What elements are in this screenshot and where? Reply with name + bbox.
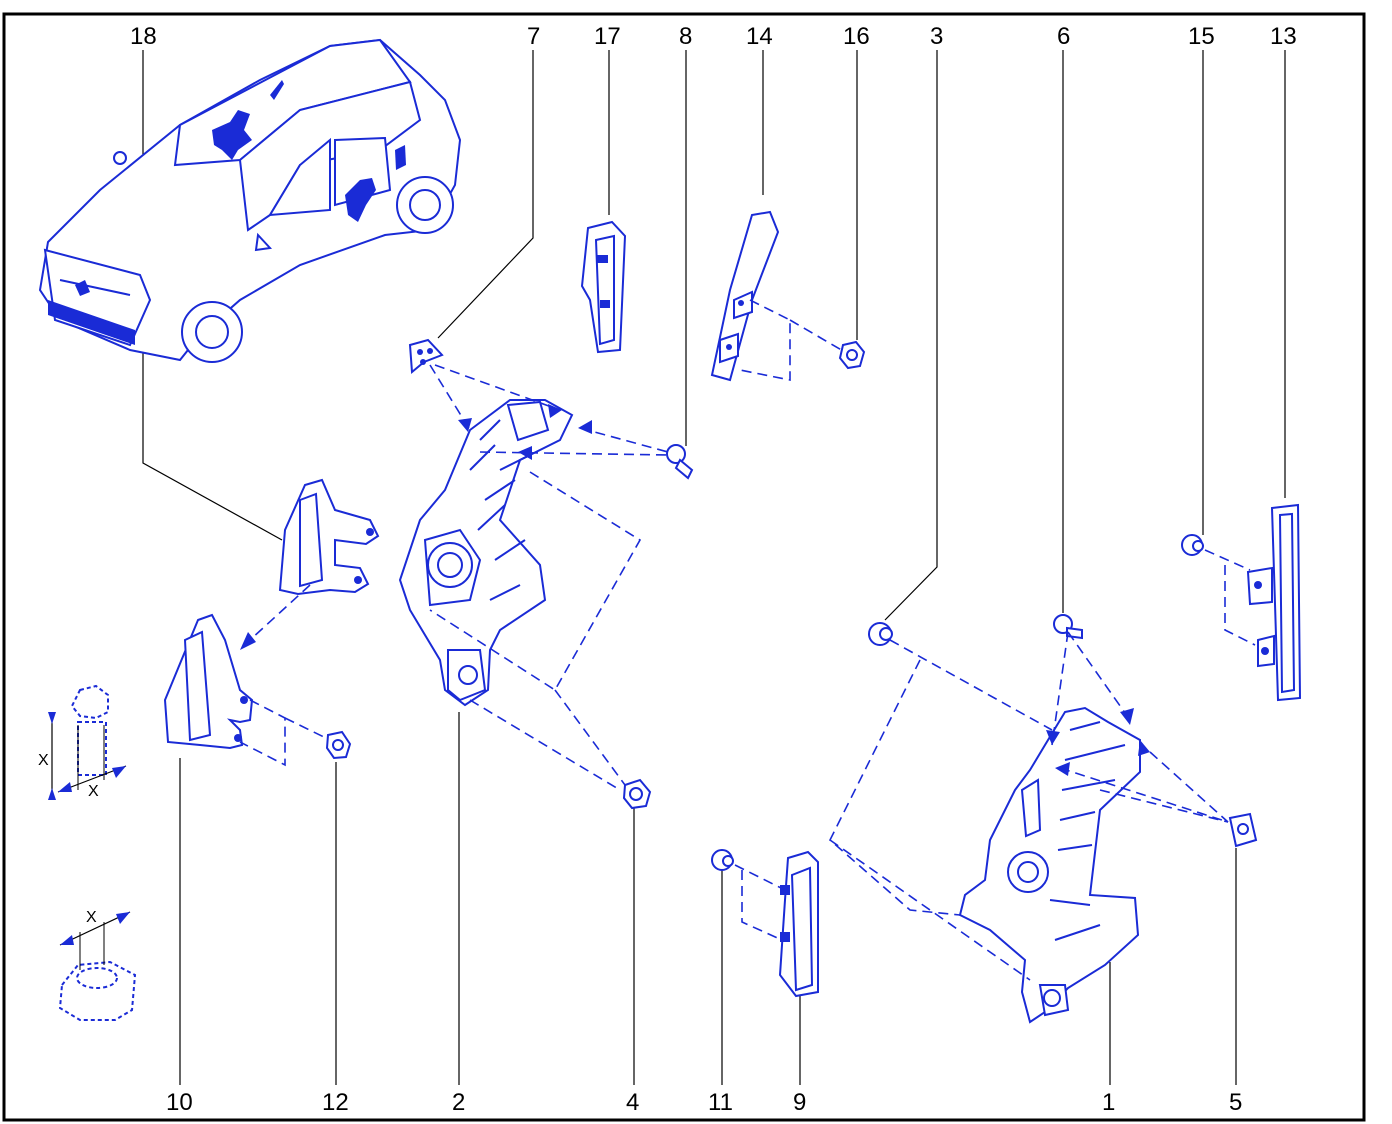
part-14-rail bbox=[710, 210, 780, 382]
callout-16: 16 bbox=[843, 23, 870, 50]
dimension-label-x-1: X bbox=[38, 752, 49, 769]
part-11-nut bbox=[711, 849, 734, 871]
part-10-bracket bbox=[163, 613, 254, 750]
dash-14-16 bbox=[739, 299, 791, 381]
part-8-screw bbox=[666, 444, 694, 480]
callout-10: 10 bbox=[166, 1089, 193, 1116]
callout-11: 11 bbox=[708, 1089, 733, 1116]
callout-9: 9 bbox=[793, 1089, 806, 1116]
part-5-clip bbox=[1228, 812, 1258, 848]
part-13-rail bbox=[1246, 503, 1302, 702]
part-12-nut bbox=[325, 730, 352, 760]
car-highlight-parts bbox=[48, 80, 406, 345]
dash-rear-regulator bbox=[829, 631, 1229, 981]
dash-10-12 bbox=[239, 699, 286, 767]
callout-7: 7 bbox=[527, 23, 540, 50]
callout-18: 18 bbox=[130, 23, 157, 50]
callout-1: 1 bbox=[1102, 1089, 1115, 1116]
callout-3: 3 bbox=[930, 23, 943, 50]
arrow-18-10 bbox=[240, 632, 256, 650]
part-16-nut bbox=[838, 340, 866, 370]
callout-4: 4 bbox=[626, 1089, 639, 1116]
nut-dimension-icon bbox=[58, 911, 137, 1021]
part-1-window-regulator bbox=[958, 706, 1141, 1024]
part-15-nut bbox=[1181, 534, 1204, 556]
callout-13: 13 bbox=[1270, 23, 1297, 50]
dash-15-13 bbox=[1204, 549, 1251, 571]
arrows-rear-regulator bbox=[1046, 708, 1150, 776]
dash-front-regulator bbox=[429, 364, 671, 791]
dash-15-13b bbox=[1224, 565, 1256, 646]
callout-8: 8 bbox=[679, 23, 692, 50]
arrows-front-regulator bbox=[458, 404, 592, 460]
dash-11-9 bbox=[734, 864, 786, 891]
part-17-guide bbox=[580, 220, 627, 354]
callout-15: 15 bbox=[1188, 23, 1215, 50]
dash-14-16b bbox=[789, 319, 851, 356]
callout-5: 5 bbox=[1229, 1089, 1242, 1116]
callout-2: 2 bbox=[452, 1089, 465, 1116]
car-illustration bbox=[38, 38, 462, 363]
callout-6: 6 bbox=[1057, 23, 1070, 50]
part-2-window-regulator bbox=[398, 399, 574, 707]
part-3-nut bbox=[868, 622, 893, 646]
leader-lines bbox=[142, 50, 1286, 1085]
callout-14: 14 bbox=[746, 23, 773, 50]
dimension-label-x-3: X bbox=[86, 909, 97, 926]
callout-17: 17 bbox=[594, 23, 621, 50]
callout-12: 12 bbox=[322, 1089, 349, 1116]
part-9-guide bbox=[778, 850, 819, 998]
diagram-border bbox=[2, 12, 1366, 1122]
dimension-label-x-2: X bbox=[88, 783, 99, 800]
dash-18-10 bbox=[249, 584, 311, 641]
dash-10-12b bbox=[284, 717, 331, 741]
bolt-dimension-icon bbox=[48, 684, 127, 800]
part-4-nut bbox=[622, 778, 652, 810]
part-7-clip bbox=[408, 338, 444, 375]
part-18-bracket bbox=[278, 478, 380, 596]
dash-11-9b bbox=[741, 870, 783, 941]
